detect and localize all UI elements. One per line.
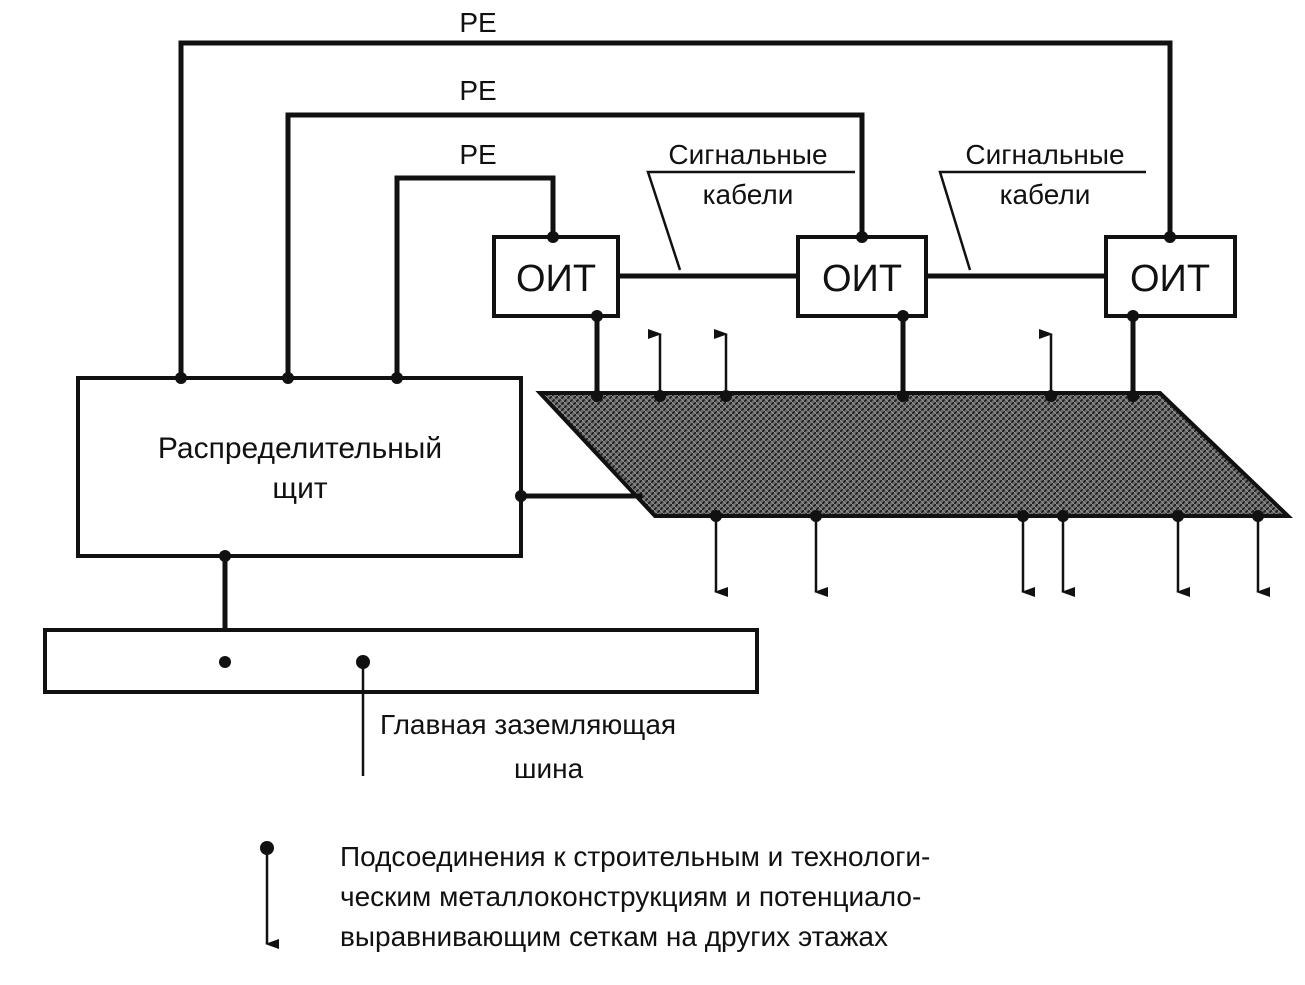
- distribution-board-label-line1: Распределительный: [158, 432, 442, 465]
- distribution-board: [76, 376, 523, 558]
- pe-connection-dot: [282, 372, 294, 384]
- connection-dot: [591, 310, 603, 322]
- distribution-board-label-line2: щит: [272, 472, 327, 505]
- signal-cables-label-2-line2: кабели: [1000, 179, 1091, 210]
- dot-arrow-down-icon: [260, 841, 279, 949]
- legend-line1: Подсоединения к строительным и технологи…: [340, 841, 930, 872]
- pe-label-3: PE: [459, 139, 496, 170]
- connection-dot: [897, 310, 909, 322]
- connection-dot: [1045, 390, 1057, 402]
- pe-wire-inner: [394, 175, 556, 381]
- connection-dot: [356, 655, 370, 669]
- connection-dot: [1172, 510, 1184, 522]
- pe-connection-dot: [856, 231, 868, 243]
- main-bus-label-line2: шина: [514, 753, 584, 784]
- signal-cables-label-1-line2: кабели: [703, 179, 794, 210]
- connection-dot: [1252, 510, 1264, 522]
- connection-dot: [810, 510, 822, 522]
- connection-dot: [897, 390, 909, 402]
- oit-label-3: ОИТ: [1130, 258, 1210, 300]
- main-grounding-bus: [43, 628, 759, 694]
- legend-line2: ческим металлоконструкциям и потенциало-: [340, 881, 921, 912]
- pe-label-1: PE: [459, 7, 496, 38]
- connection-dot: [219, 550, 231, 562]
- pe-wire-middle: [285, 112, 865, 381]
- pe-connection-dot: [547, 231, 559, 243]
- oit-label-2: ОИТ: [822, 258, 902, 300]
- connection-dot: [710, 510, 722, 522]
- connection-dot: [515, 490, 527, 502]
- pe-label-2: PE: [459, 75, 496, 106]
- connection-dot: [1057, 510, 1069, 522]
- signal-cable-callout-1: [646, 170, 855, 271]
- connection-dot: [654, 390, 666, 402]
- connection-dot: [720, 390, 732, 402]
- connection-dot: [1127, 310, 1139, 322]
- connection-dot: [219, 656, 231, 668]
- signal-cable-callout-2: [938, 170, 1146, 271]
- legend-line3: выравнивающим сеткам на других этажах: [340, 921, 888, 952]
- connection-dot: [1127, 390, 1139, 402]
- oit-box-2: [796, 235, 928, 318]
- potential-equalizing-mesh: [535, 391, 1293, 518]
- signal-cables-label-2-line1: Сигнальные: [965, 139, 1124, 170]
- connection-dot: [1017, 510, 1029, 522]
- pe-wire-outer: [178, 40, 1173, 381]
- pe-connection-dot: [1164, 231, 1176, 243]
- pe-connection-dot: [175, 372, 187, 384]
- main-bus-label-line1: Главная заземляющая: [380, 709, 676, 740]
- signal-cables-label-1-line1: Сигнальные: [668, 139, 827, 170]
- oit-box-3: [1104, 235, 1237, 318]
- oit-label-1: ОИТ: [516, 258, 596, 300]
- pe-connection-dot: [391, 372, 403, 384]
- connection-dot: [591, 390, 603, 402]
